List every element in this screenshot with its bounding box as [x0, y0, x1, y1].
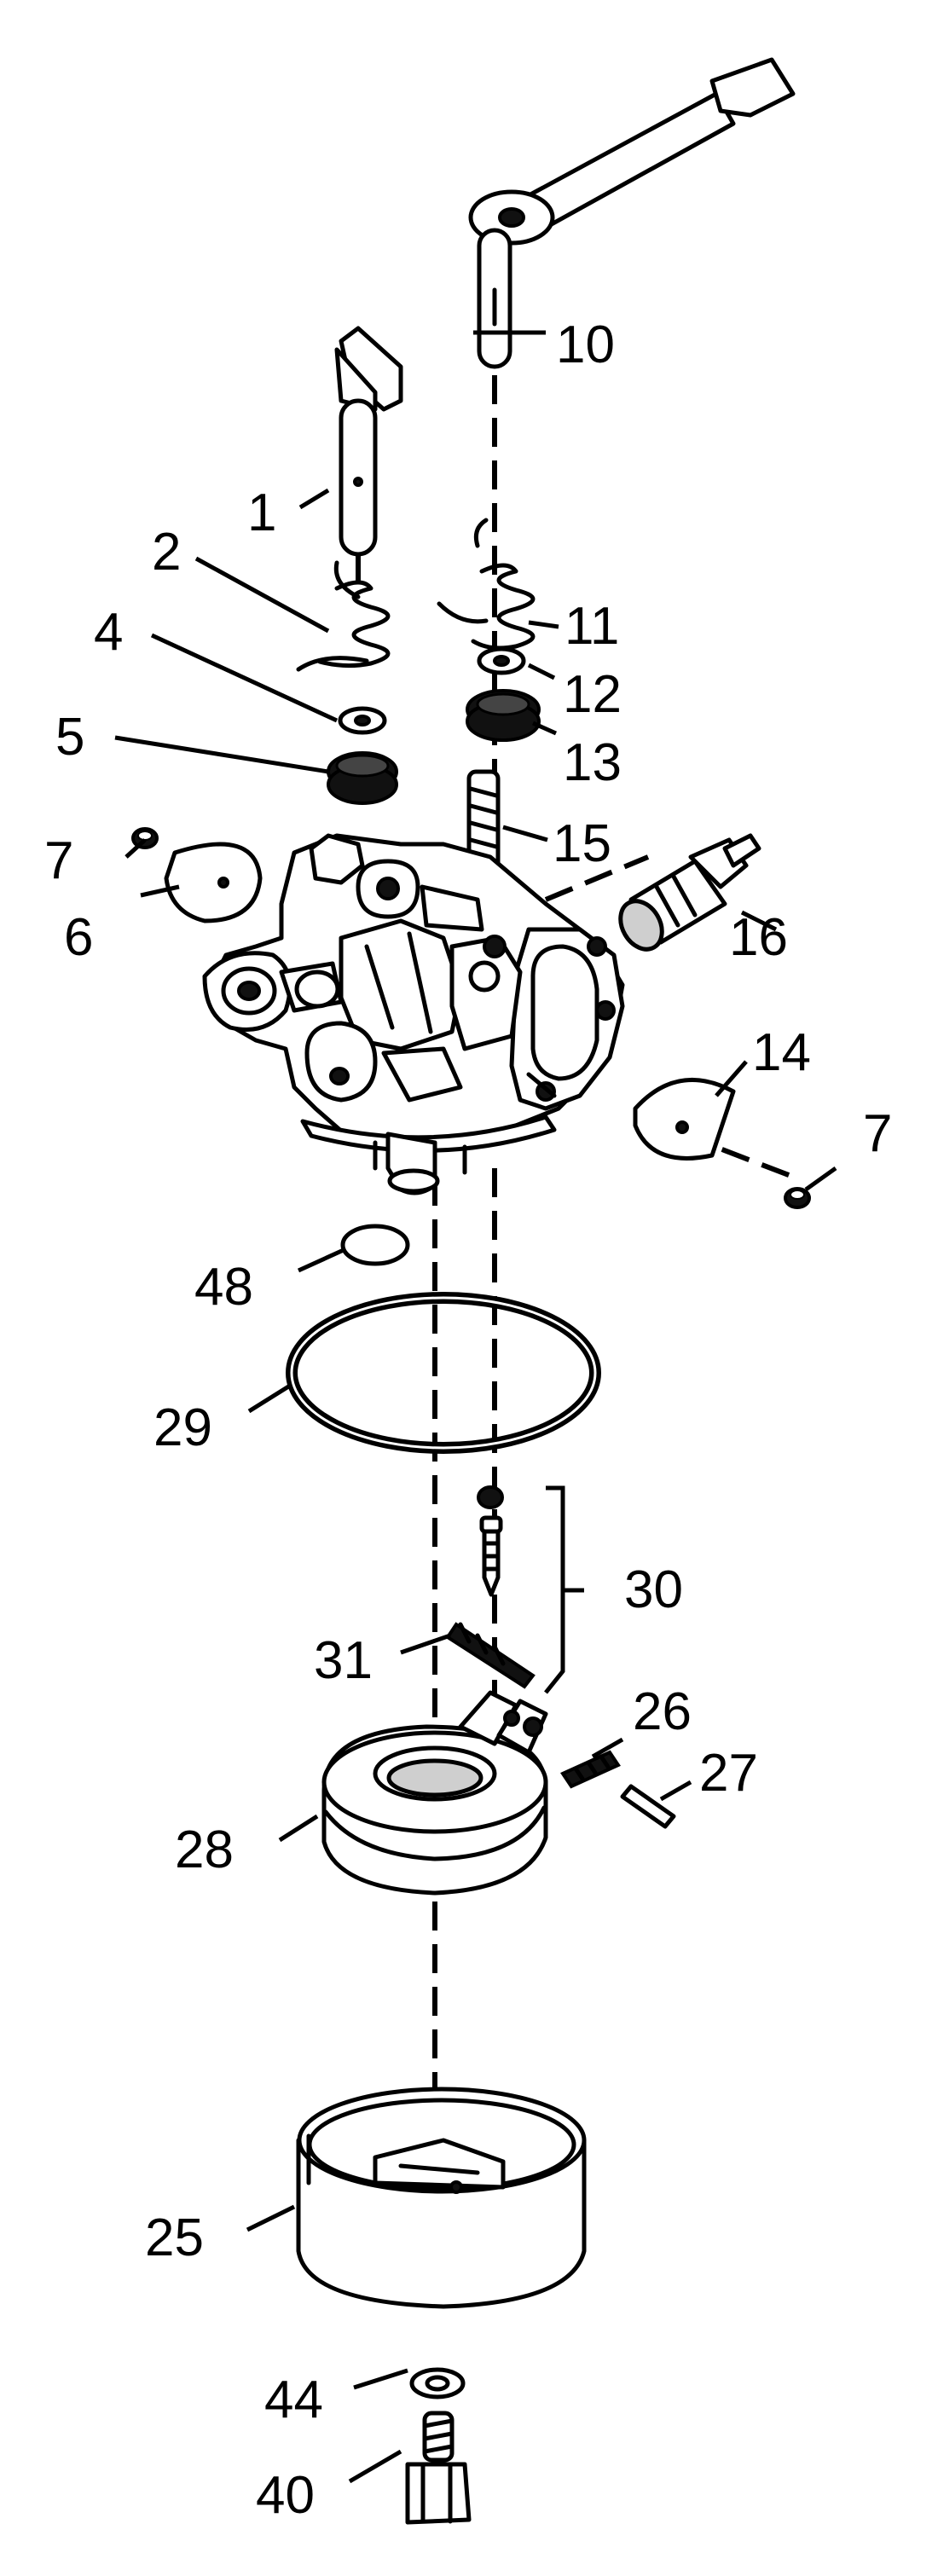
part-5-seal: [327, 751, 398, 805]
part-26-spring: [560, 1750, 621, 1789]
part-1-throttle-shaft: [334, 326, 403, 557]
part-4-washer: [338, 706, 387, 735]
callout-29: 29: [153, 1398, 212, 1457]
callout-48: 48: [194, 1258, 253, 1317]
part-16-fuel-inlet: [618, 833, 761, 952]
callout-7-left: 7: [44, 831, 73, 890]
callout-7-right: 7: [863, 1104, 892, 1163]
part-11-spring: [437, 518, 536, 651]
callout-5: 5: [55, 708, 84, 767]
part-40-bowl-bolt: [405, 2411, 472, 2525]
part-29-ring-gasket: [286, 1292, 601, 1454]
callout-27: 27: [699, 1744, 758, 1803]
callout-40: 40: [256, 2466, 315, 2525]
part-6-choke-plate: [164, 842, 263, 923]
carburetor-body: [202, 833, 625, 1195]
part-27-pin: [620, 1784, 676, 1829]
callout-16: 16: [729, 908, 788, 967]
callout-2: 2: [152, 523, 181, 582]
callout-25: 25: [145, 2208, 204, 2267]
part-10-choke-lever: [468, 57, 796, 369]
callout-26: 26: [633, 1682, 692, 1741]
part-44-washer: [409, 2367, 466, 2399]
callout-11: 11: [565, 597, 619, 656]
part-28-float: [321, 1690, 548, 1896]
callout-28: 28: [175, 1821, 234, 1879]
callout-10: 10: [556, 315, 615, 374]
part-13-seal: [466, 689, 541, 742]
callout-30: 30: [624, 1560, 683, 1619]
part-31-float-pin: [445, 1622, 536, 1689]
part-12-washer: [477, 646, 526, 675]
part-7-screw-right: [784, 1187, 811, 1209]
callout-1: 1: [247, 483, 276, 542]
callout-4: 4: [94, 603, 123, 662]
part-2-spring: [296, 560, 391, 672]
callout-31: 31: [314, 1631, 373, 1690]
callout-13: 13: [563, 733, 622, 792]
callout-labels: 10 1 2 4 5 11 12 13 7 6 15 16 14 7 48 29…: [44, 315, 892, 2525]
callout-44: 44: [264, 2370, 323, 2429]
part-25-float-bowl: [296, 2087, 587, 2309]
part-30-inlet-needle: [477, 1485, 584, 1694]
callout-15: 15: [553, 814, 611, 873]
callout-12: 12: [563, 665, 622, 724]
callout-6: 6: [64, 908, 93, 967]
part-14-choke-plate: [633, 1077, 736, 1161]
callout-14: 14: [752, 1023, 811, 1082]
callout-leaders: [114, 330, 837, 2484]
part-48-gasket: [340, 1224, 410, 1266]
